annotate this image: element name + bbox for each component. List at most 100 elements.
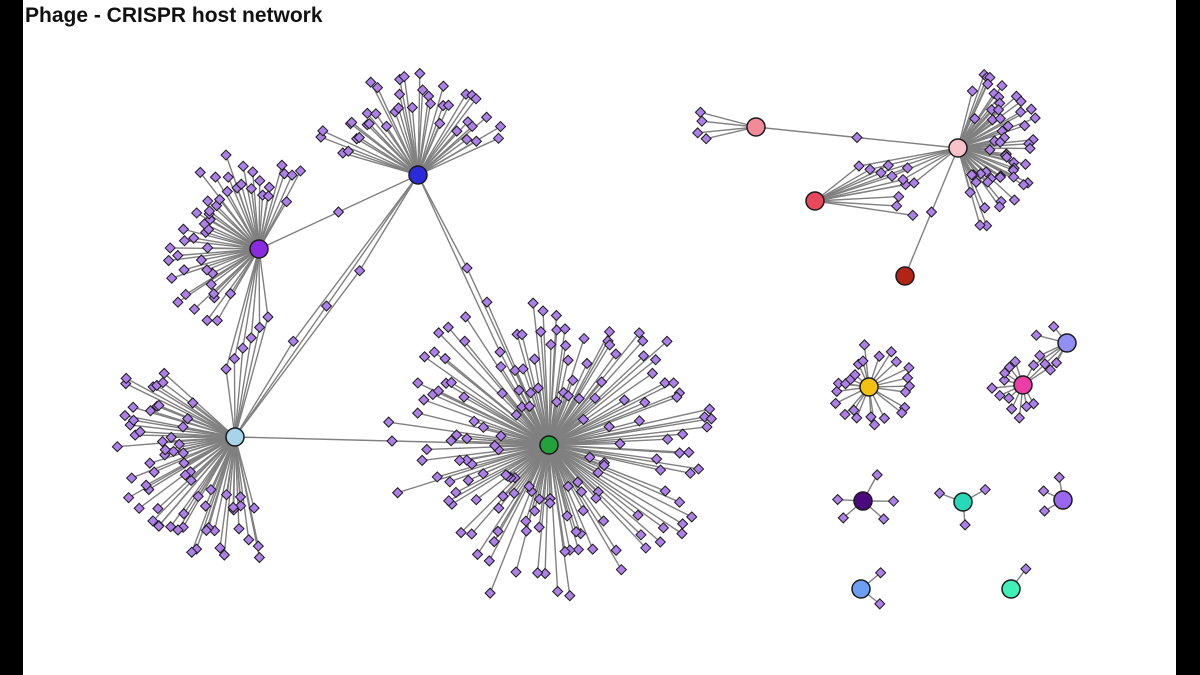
edge-green bbox=[489, 444, 550, 594]
phage-node-blue bbox=[370, 108, 382, 120]
edge-blue bbox=[403, 76, 419, 176]
phage-node-green bbox=[562, 390, 575, 402]
phage-node-violet bbox=[208, 288, 220, 300]
phage-node-green bbox=[640, 542, 652, 554]
network-graph bbox=[111, 67, 1077, 610]
phage-node-shared bbox=[925, 206, 938, 218]
phage-node-shared bbox=[897, 173, 909, 186]
phage-node-blue bbox=[437, 80, 450, 92]
edge-green bbox=[532, 303, 550, 446]
phage-node-green bbox=[703, 403, 716, 415]
phage-node-green bbox=[614, 437, 626, 450]
phage-node-green bbox=[615, 563, 628, 576]
phage-node-light-blue bbox=[144, 457, 156, 469]
phage-node-magenta bbox=[1013, 412, 1026, 424]
phage-node-light-blue bbox=[159, 444, 171, 456]
phage-node-green bbox=[493, 502, 505, 514]
phage-node-blue bbox=[406, 101, 419, 114]
phage-node-green bbox=[459, 335, 471, 347]
phage-node-green bbox=[508, 487, 520, 499]
phage-node-shared bbox=[886, 170, 898, 182]
phage-node-red bbox=[882, 159, 895, 172]
phage-node-green bbox=[610, 348, 622, 360]
edge-green bbox=[497, 444, 550, 532]
phage-node-green bbox=[431, 471, 443, 483]
phage-node-green bbox=[527, 297, 539, 309]
phage-node-yellow bbox=[858, 339, 871, 351]
edge-shared bbox=[902, 147, 959, 181]
phage-node-green bbox=[523, 480, 535, 493]
phage-node-blue bbox=[492, 132, 505, 145]
phage-node-indigo bbox=[837, 512, 849, 524]
edge-green bbox=[548, 438, 668, 446]
phage-node-violet bbox=[203, 205, 216, 217]
phage-node-green bbox=[654, 464, 667, 476]
phage-node-green bbox=[587, 543, 599, 555]
phage-node-violet bbox=[247, 166, 259, 178]
phage-node-green bbox=[551, 324, 563, 336]
phage-node-green bbox=[603, 420, 615, 433]
phage-node-shared bbox=[353, 265, 366, 277]
phage-node-light-blue bbox=[111, 440, 124, 453]
phage-node-green bbox=[571, 476, 584, 488]
edge-light-blue bbox=[232, 436, 236, 508]
phage-node-light-blue bbox=[185, 474, 197, 487]
phage-node-pink bbox=[700, 133, 712, 145]
phage-node-blue bbox=[480, 111, 493, 123]
phage-node-violet bbox=[221, 185, 234, 198]
phage-node-green bbox=[496, 387, 508, 400]
phage-node-blue bbox=[414, 67, 426, 80]
phage-node-light-blue bbox=[187, 397, 199, 409]
phage-node-green bbox=[676, 428, 689, 440]
edge-shared bbox=[466, 267, 550, 446]
phage-node-light-blue bbox=[165, 431, 177, 444]
edge-blue bbox=[417, 104, 450, 176]
phage-node-teal bbox=[979, 483, 991, 496]
phage-node-violet bbox=[294, 165, 307, 177]
phage-node-yellow bbox=[868, 418, 881, 431]
edge-green bbox=[548, 444, 597, 499]
phage-node-light-pink bbox=[974, 168, 987, 180]
phage-node-violet bbox=[213, 193, 226, 206]
phage-node-blue bbox=[363, 117, 375, 130]
phage-node-violet bbox=[205, 278, 217, 291]
edge-layer bbox=[117, 73, 1068, 605]
edge-light-blue bbox=[125, 377, 236, 438]
phage-node-green bbox=[382, 416, 395, 428]
phage-node-light-blue bbox=[127, 414, 140, 426]
edge-green bbox=[548, 444, 699, 470]
phage-node-light-pink bbox=[1019, 158, 1032, 170]
phage-node-green bbox=[559, 545, 571, 558]
edge-shared bbox=[338, 174, 419, 213]
phage-node-blue bbox=[451, 125, 463, 137]
edge-shared bbox=[904, 211, 933, 277]
edge-violet bbox=[206, 248, 260, 321]
phage-node-magenta bbox=[994, 389, 1006, 402]
phage-node-magenta bbox=[1005, 403, 1018, 415]
phage-node-light-pink bbox=[1029, 112, 1041, 124]
host-node-yellow bbox=[859, 377, 879, 397]
phage-node-light-blue bbox=[164, 521, 177, 533]
phage-node-green bbox=[676, 527, 688, 540]
edge-light-blue bbox=[140, 431, 236, 438]
phage-node-light-blue bbox=[214, 542, 226, 554]
phage-node-green bbox=[671, 391, 683, 403]
phage-node-green bbox=[391, 487, 404, 499]
edge-blue bbox=[322, 130, 419, 176]
phage-node-light-pink bbox=[994, 112, 1007, 125]
phage-node-light-blue bbox=[234, 500, 247, 512]
phage-node-light-blue bbox=[156, 435, 169, 448]
phage-node-green bbox=[577, 413, 590, 426]
phage-node-green bbox=[439, 352, 451, 365]
phage-node-green bbox=[531, 567, 544, 579]
phage-node-green bbox=[537, 305, 549, 317]
phage-node-shared bbox=[220, 363, 232, 375]
phage-node-green bbox=[564, 590, 576, 602]
edge-light-blue bbox=[213, 436, 236, 531]
phage-node-light-pink bbox=[1014, 106, 1027, 118]
phage-node-green bbox=[484, 587, 496, 599]
phage-node-green bbox=[657, 522, 670, 534]
edge-light-pink bbox=[957, 90, 974, 149]
phage-node-green bbox=[533, 521, 545, 533]
phage-node-violet bbox=[194, 166, 206, 179]
